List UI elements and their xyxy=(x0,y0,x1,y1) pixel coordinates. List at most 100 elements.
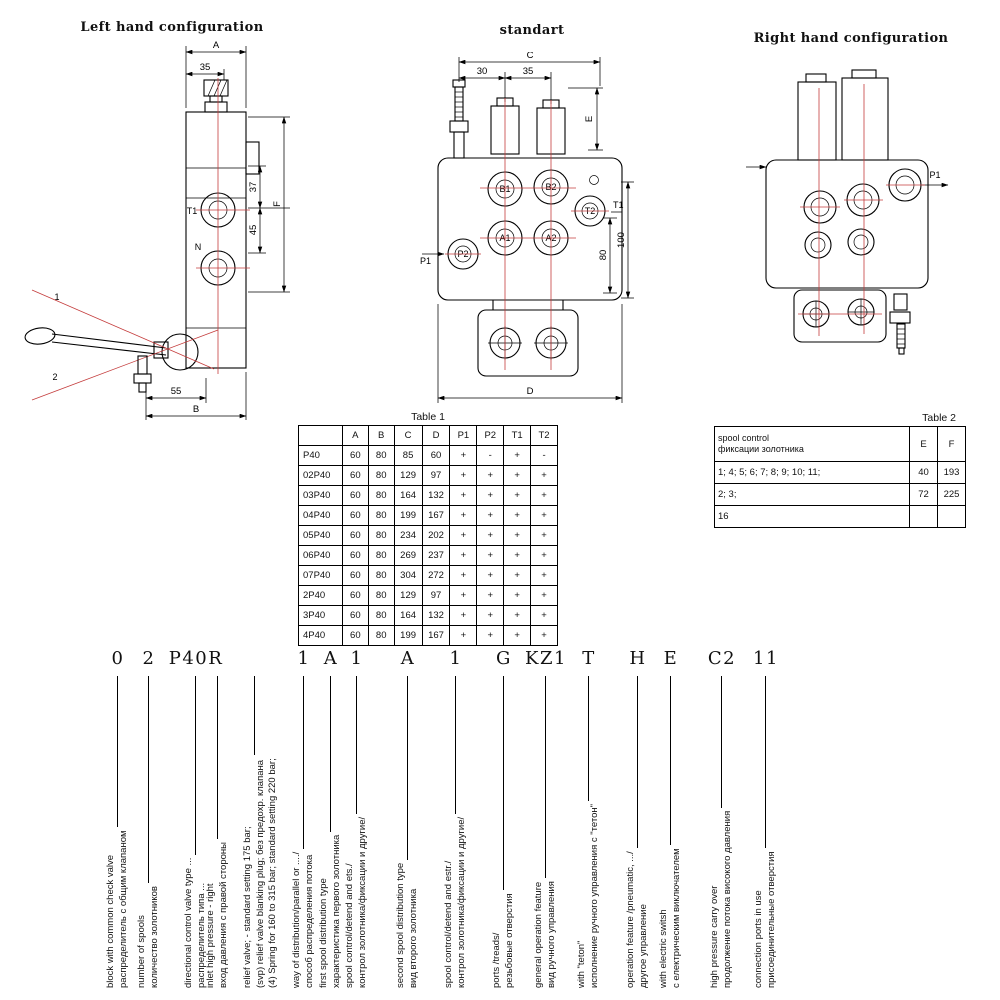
port-t1-label: T1 xyxy=(613,200,624,210)
order-code-segment-2: 2 xyxy=(142,648,156,669)
table1-model-cell: 07P40 xyxy=(298,565,343,586)
top-dimension-lines xyxy=(458,57,603,151)
dim-37-label: 37 xyxy=(248,182,259,193)
legend-label: number of spools xyxy=(136,915,147,988)
detent-assembly xyxy=(133,355,152,393)
dim-55-label: 55 xyxy=(171,386,182,397)
dim-80-label: 80 xyxy=(598,250,609,261)
dim-f-label: F xyxy=(272,201,283,207)
table1-value-cell: + xyxy=(449,605,478,626)
legend-connector-line xyxy=(491,676,504,891)
legend-column: spool control/detend and estr./контрол з… xyxy=(443,676,468,988)
table2-title: Table 2 xyxy=(922,412,956,424)
dim-b-label: B xyxy=(193,404,199,415)
spool-control-label-ru: фиксации золотника xyxy=(718,444,804,454)
spool-control-label-en: spool control xyxy=(718,433,770,443)
centerlines xyxy=(445,98,609,370)
legend-label: with "teton" xyxy=(576,940,587,988)
legend-label: with electric switsh xyxy=(658,909,669,988)
legend-label: продолжение потока високого давления xyxy=(721,810,733,988)
legend-connector-line xyxy=(242,676,255,756)
lever-travel-lines xyxy=(31,289,219,401)
legend-label: распределитель с общим клапаном xyxy=(117,830,129,988)
table1-value-cell: 199 xyxy=(393,625,423,646)
dim-45-label: 45 xyxy=(248,225,259,236)
legend-text: spool control/detend and ets./контрол зо… xyxy=(344,817,369,988)
table2-spool-cell: 16 xyxy=(713,505,911,528)
legend-column: with "teton"исполнение ручного управлени… xyxy=(576,676,601,988)
order-code-segment-P40R: P40R xyxy=(168,648,224,669)
dim-d-label: D xyxy=(527,386,534,397)
legend-connector-line xyxy=(576,676,589,802)
table1-value-cell: + xyxy=(530,625,558,646)
table1-title: Table 1 xyxy=(411,411,445,423)
dim-35-label: 35 xyxy=(523,66,534,77)
table1-value-cell: 202 xyxy=(421,525,451,546)
order-code-segment-H: H xyxy=(629,648,647,669)
dim-30-label: 30 xyxy=(477,66,488,77)
right-configuration-drawing: P1 xyxy=(746,69,949,355)
legend-connector-line xyxy=(318,676,331,832)
left-config-title: Left hand configuration xyxy=(80,20,264,35)
port-n-label: N xyxy=(195,242,202,252)
dim-a-label: A xyxy=(213,40,220,51)
bottom-dimension-lines xyxy=(437,304,623,403)
legend-column: operation feature /pneumatic, .../другое… xyxy=(625,676,650,988)
table2-header-row: spool control фиксации золотника E F xyxy=(713,426,966,462)
table1-value-cell: 237 xyxy=(421,545,451,566)
centerlines xyxy=(196,78,250,374)
table2-value-cell xyxy=(937,505,966,528)
order-code-segment-1: 1 xyxy=(350,648,364,669)
legend-label: резьбовые отверстия xyxy=(503,893,515,988)
legend-text: operation feature /pneumatic, .../другое… xyxy=(625,851,650,988)
legend-column: spool control/detend and ets./контрол зо… xyxy=(344,676,369,988)
legend-connector-line xyxy=(136,676,149,884)
table1-model-cell: 4P40 xyxy=(298,625,343,646)
port-p1-label: P1 xyxy=(929,170,940,180)
table1-value-cell: 132 xyxy=(421,485,451,506)
legend-label: присоединительные отверстия xyxy=(765,851,777,988)
table2-row: 16 xyxy=(713,505,966,528)
legend-label: first spool distribution type xyxy=(318,878,329,988)
legend-label: relief valve; - standard setting 175 bar… xyxy=(242,826,253,988)
legend-label: вход давления с правой стороны xyxy=(217,842,229,988)
table1-value-cell: + xyxy=(476,625,505,646)
legend-connector-line xyxy=(753,676,766,849)
table1-value-cell: + xyxy=(530,545,558,566)
table2-value-cell: 193 xyxy=(937,461,966,484)
legend-label: контрол золотника/фиксации и другие/ xyxy=(356,816,368,988)
legend-label: spool control/detend and estr./ xyxy=(443,860,454,988)
table2-spool-header: spool control фиксации золотника xyxy=(713,426,911,462)
legend-label: directional control valve type ... xyxy=(183,857,194,988)
control-lever[interactable] xyxy=(24,326,199,371)
legend-label: контрол золотника/фиксации и другие/ xyxy=(455,816,467,988)
table2-header-e: E xyxy=(909,426,939,462)
legend-connector-line xyxy=(658,676,671,846)
lever-pos1-label: 1 xyxy=(54,292,59,302)
port-p1-label: P1 xyxy=(420,256,431,266)
legend-label: исполнение ручного управления с "тетон" xyxy=(588,804,600,988)
order-code-segment-A: A xyxy=(323,648,339,669)
order-code-segment-C2: C2 xyxy=(707,648,737,669)
standart-title: standart xyxy=(499,23,565,38)
detent-fitting xyxy=(889,293,911,355)
legend-label: spool control/detend and ets./ xyxy=(344,863,355,988)
left-configuration-drawing: A 35 T1 N 37 45 F xyxy=(24,40,290,420)
legend-text: ports /treads/резьбовые отверстия xyxy=(491,893,516,988)
legend-column: way of distribution/parallel or ..../спо… xyxy=(291,676,316,988)
